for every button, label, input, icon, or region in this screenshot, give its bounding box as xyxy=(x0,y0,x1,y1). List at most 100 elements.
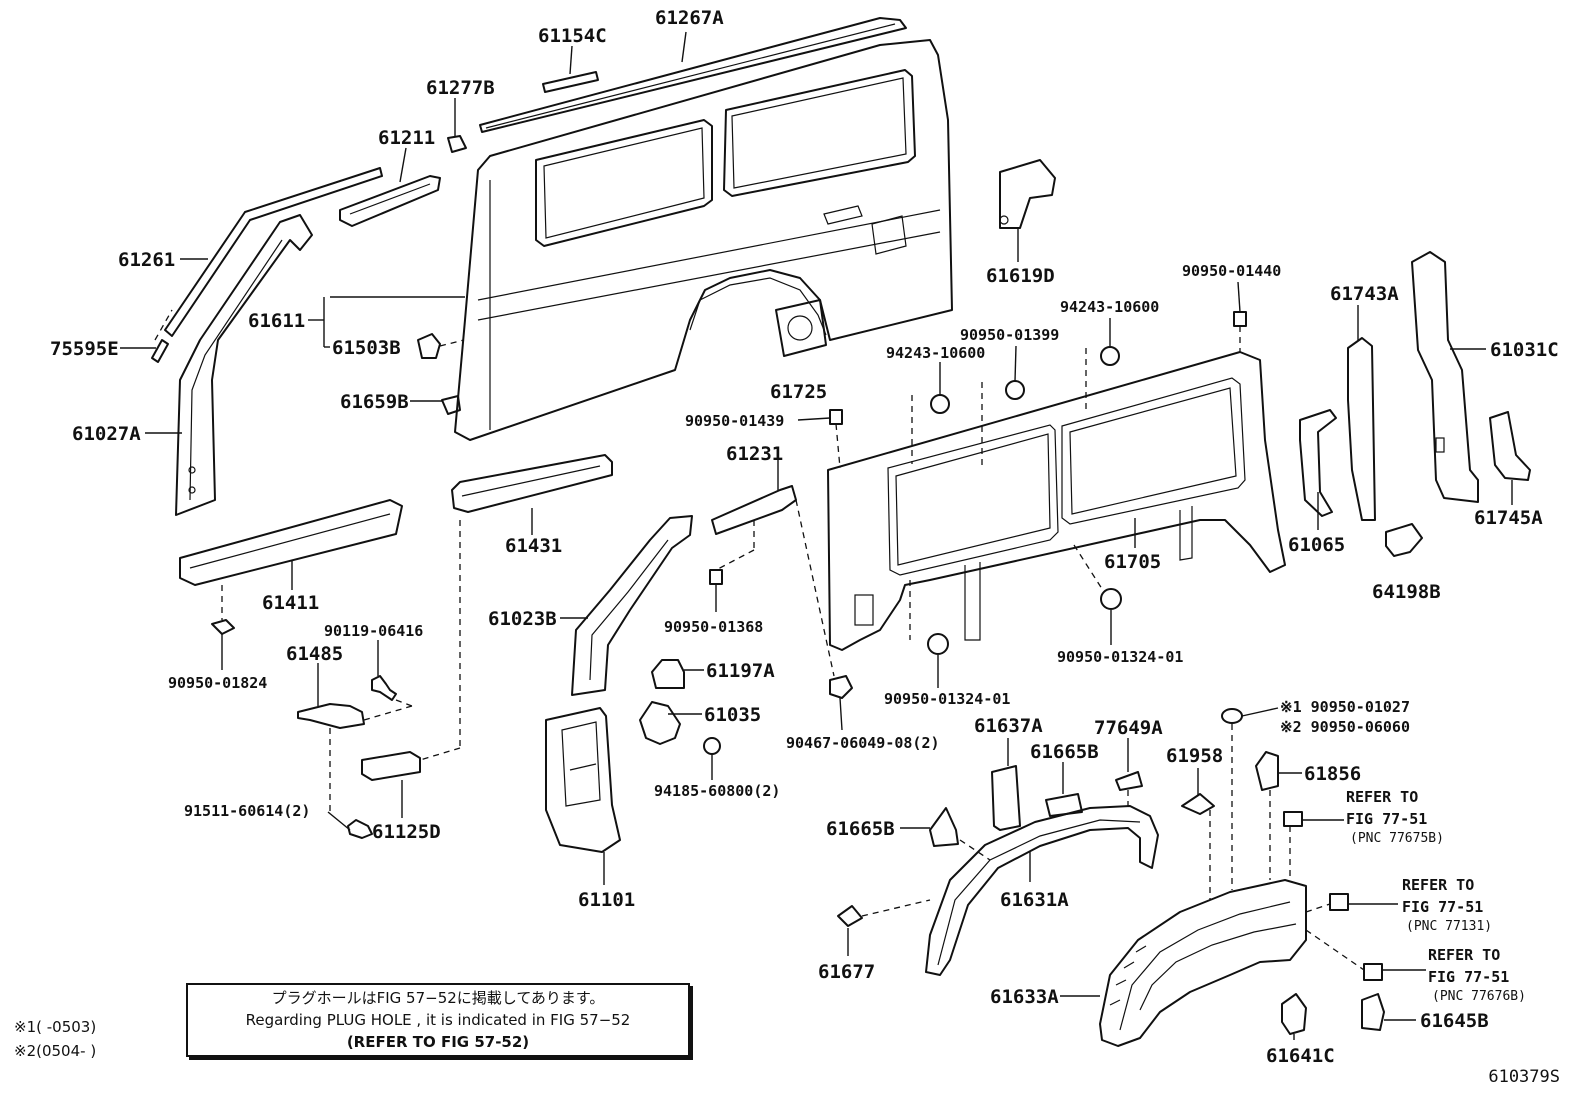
label-61659B: 61659B xyxy=(340,391,409,413)
label-90950-01440: 90950-01440 xyxy=(1182,262,1281,280)
clip-61503B xyxy=(417,333,441,359)
wheel-arch-61631A xyxy=(925,805,1159,976)
refer-77675B-line3: (PNC 77675B) xyxy=(1350,831,1444,846)
refer-77131-line3: (PNC 77131) xyxy=(1406,919,1492,934)
bracket-61665B-upper xyxy=(1045,793,1083,817)
dashed-lines xyxy=(154,309,1365,971)
label-64198B: 64198B xyxy=(1372,581,1441,603)
label-90950-06060: ※2 90950-06060 xyxy=(1280,718,1410,736)
pillar-61023B xyxy=(571,515,693,696)
clip-64198B xyxy=(1385,523,1423,557)
bracket-61231 xyxy=(711,485,797,535)
plug-90950-01324-01-b xyxy=(927,633,949,655)
label-61154C: 61154C xyxy=(538,25,607,47)
label-61431: 61431 xyxy=(505,535,562,557)
quarter-panel-61611 xyxy=(454,39,953,441)
roof-rail-61267A xyxy=(479,17,907,133)
sill-61431 xyxy=(451,454,613,513)
label-90950-01824: 90950-01824 xyxy=(168,674,267,692)
label-61677: 61677 xyxy=(818,961,875,983)
refer-clip-77131 xyxy=(1329,893,1349,911)
label-61211: 61211 xyxy=(378,127,435,149)
note-line-english: Regarding PLUG HOLE , it is indicated in… xyxy=(245,1011,631,1029)
plug-90950-01027 xyxy=(1221,708,1243,724)
plug-90950-01399 xyxy=(1005,380,1025,400)
bracket-61485 xyxy=(297,703,365,729)
refer-77676B-line1: REFER TO xyxy=(1428,946,1500,964)
pillar-61027A xyxy=(175,214,313,516)
label-61745A: 61745A xyxy=(1474,507,1543,529)
label-90950-01439: 90950-01439 xyxy=(685,412,784,430)
bracket-61677 xyxy=(837,905,863,927)
note-line-japanese: プラグホールはFIG 57−52に掲載してあります。 xyxy=(271,989,605,1007)
label-61031C: 61031C xyxy=(1490,339,1559,361)
figure-id: 610379S xyxy=(1488,1067,1560,1087)
label-61065: 61065 xyxy=(1288,534,1345,556)
plug-90950-01368 xyxy=(709,569,723,585)
label-61277B: 61277B xyxy=(426,77,495,99)
label-61631A: 61631A xyxy=(1000,889,1069,911)
legend-2: ※2(0504- ) xyxy=(14,1042,97,1060)
label-61485: 61485 xyxy=(286,643,343,665)
label-61619D: 61619D xyxy=(986,265,1055,287)
bracket-61665B-lower xyxy=(929,807,959,847)
label-94185-60800: 94185-60800(2) xyxy=(654,782,780,800)
plug-hole-note: プラグホールはFIG 57−52に掲載してあります。 Regarding PLU… xyxy=(186,983,690,1057)
refer-clip-77676B xyxy=(1363,963,1383,981)
label-61856: 61856 xyxy=(1304,763,1361,785)
label-61725: 61725 xyxy=(770,381,827,403)
bolt-91511-60614 xyxy=(347,819,373,839)
nut-94185-60800 xyxy=(703,737,721,755)
label-77649A: 77649A xyxy=(1094,717,1163,739)
bracket-61641C xyxy=(1281,993,1307,1035)
clip-61659B xyxy=(441,395,461,415)
refer-77131-line2: FIG 77-51 xyxy=(1402,898,1483,916)
label-61637A: 61637A xyxy=(974,715,1043,737)
nut-94243-10600-a xyxy=(930,394,950,414)
bracket-61745A xyxy=(1489,411,1531,481)
pillar-61743A xyxy=(1347,337,1376,521)
inner-panel-61705 xyxy=(827,351,1286,651)
plug-90950-01324-01-a xyxy=(1100,588,1122,610)
cap-61197A xyxy=(651,659,685,689)
wheel-house-61633A xyxy=(1099,879,1307,1047)
molding-61261 xyxy=(164,167,383,337)
refer-77676B-line3: (PNC 77676B) xyxy=(1432,989,1526,1004)
label-61503B: 61503B xyxy=(332,337,401,359)
label-90950-01324-01-a: 90950-01324-01 xyxy=(1057,648,1183,666)
label-61125D: 61125D xyxy=(372,821,441,843)
refer-77675B-line1: REFER TO xyxy=(1346,788,1418,806)
nut-94243-10600-b xyxy=(1100,346,1120,366)
label-61231: 61231 xyxy=(726,443,783,465)
bracket-61856 xyxy=(1255,751,1279,791)
refer-clip-77675B xyxy=(1283,811,1303,827)
label-75595E: 75595E xyxy=(50,338,119,360)
label-61197A: 61197A xyxy=(706,660,775,682)
label-61027A: 61027A xyxy=(72,423,141,445)
label-90950-01324-01-b: 90950-01324-01 xyxy=(884,690,1010,708)
note-line-refer: (REFER TO FIG 57-52) xyxy=(346,1033,530,1051)
label-90119-06416: 90119-06416 xyxy=(324,622,423,640)
bracket-77649A xyxy=(1115,771,1143,791)
legend-1: ※1( -0503) xyxy=(14,1018,97,1036)
label-61705: 61705 xyxy=(1104,551,1161,573)
bolt-90119-06416 xyxy=(371,675,397,701)
label-61665B-lower: 61665B xyxy=(826,818,895,840)
label-90950-01399: 90950-01399 xyxy=(960,326,1059,344)
label-90950-01368: 90950-01368 xyxy=(664,618,763,636)
label-61958: 61958 xyxy=(1166,745,1223,767)
bracket-61958 xyxy=(1181,793,1215,815)
label-61611: 61611 xyxy=(248,310,305,332)
label-61743A: 61743A xyxy=(1330,283,1399,305)
clip-90467-06049 xyxy=(829,675,853,699)
label-94243-10600-a: 94243-10600 xyxy=(886,344,985,362)
label-94243-10600-b: 94243-10600 xyxy=(1060,298,1159,316)
label-61267A: 61267A xyxy=(655,7,724,29)
bracket-61619D xyxy=(999,159,1056,229)
label-61645B: 61645B xyxy=(1420,1010,1489,1032)
bracket-61035 xyxy=(639,701,681,745)
pillar-61031C xyxy=(1411,251,1479,503)
label-61261: 61261 xyxy=(118,249,175,271)
strip-75595E xyxy=(151,339,169,363)
